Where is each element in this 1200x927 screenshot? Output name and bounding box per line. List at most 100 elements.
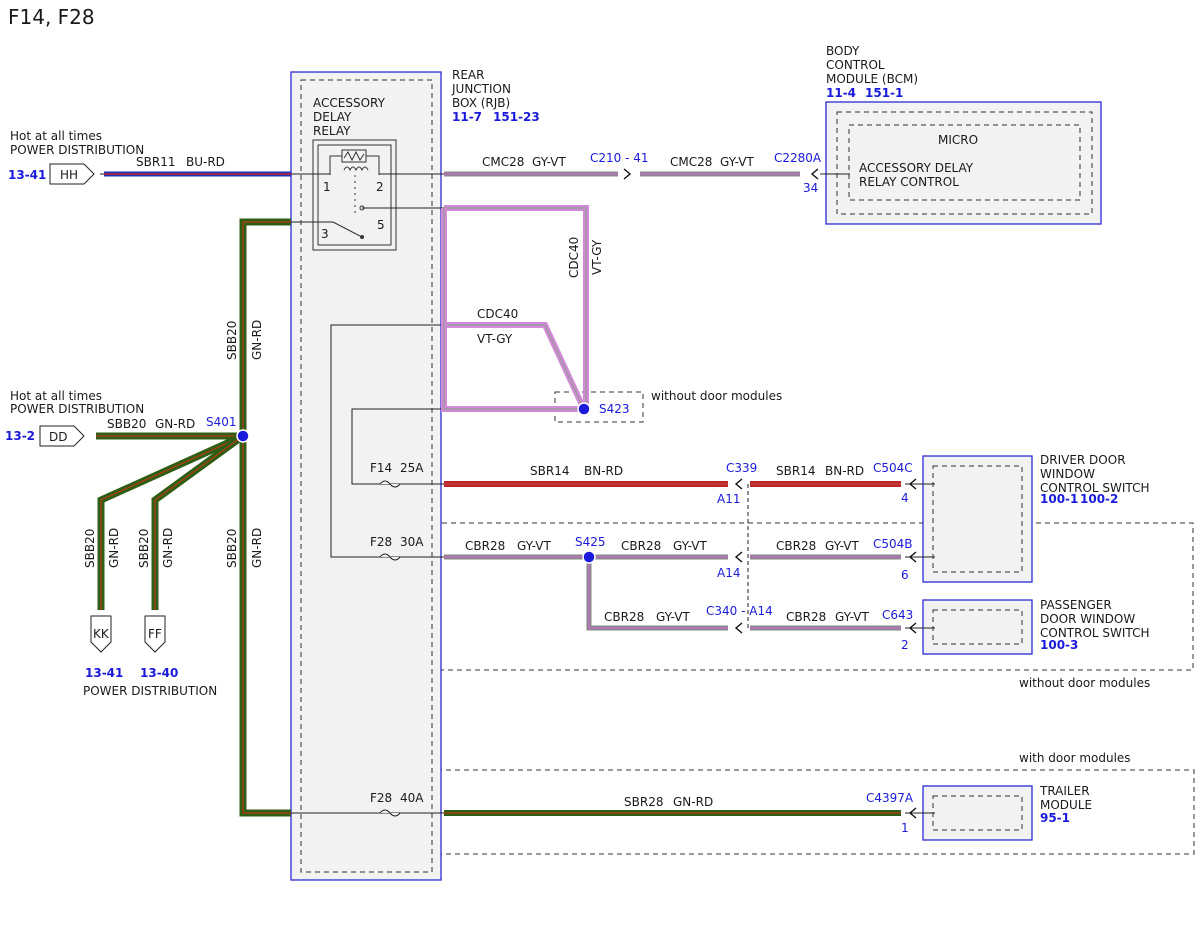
label-sbb20-dd-color: GN-RD xyxy=(155,417,195,431)
trailer-name-2: MODULE xyxy=(1040,798,1092,812)
hh-ref: 13-41 xyxy=(8,168,46,182)
connector-c504c-pin: 4 xyxy=(901,491,909,505)
connector-c504b-pin: 6 xyxy=(901,568,909,582)
splice-s401-label: S401 xyxy=(206,415,237,429)
label-cmc28-a-color: GY-VT xyxy=(532,155,566,169)
label-cdc40-v-color: VT-GY xyxy=(590,239,604,275)
fuse-symbols xyxy=(379,480,401,817)
bcm-name-3: MODULE (BCM) xyxy=(826,72,918,86)
kk-tag: KK xyxy=(93,627,110,641)
c339-arrow xyxy=(734,478,743,490)
label-sbr11: SBR11 xyxy=(136,155,175,169)
label-c210: C210 - 41 xyxy=(590,151,649,165)
relay-pin-5: 5 xyxy=(377,218,385,232)
source-dd: Hot at all times POWER DISTRIBUTION 13-2… xyxy=(5,389,144,447)
label-sbb20-down-color: GN-RD xyxy=(250,528,264,568)
rjb-name-2: JUNCTION xyxy=(451,82,511,96)
label-cbr28-b: CBR28 xyxy=(621,539,661,553)
label-cmc28-b: CMC28 xyxy=(670,155,712,169)
label-sbb20-kk: SBB20 xyxy=(83,529,97,568)
driver-switch-name-3: CONTROL SWITCH xyxy=(1040,481,1149,495)
connector-c4397a-pin: 1 xyxy=(901,821,909,835)
kk-ref: 13-41 xyxy=(85,666,123,680)
connector-c4397a: C4397A xyxy=(866,791,914,805)
c643-arrow xyxy=(908,622,917,634)
wire-cbr28 xyxy=(444,554,901,631)
source-hh: Hot at all times POWER DISTRIBUTION 13-4… xyxy=(8,129,144,185)
bcm-function-1: ACCESSORY DELAY xyxy=(859,161,974,175)
passenger-switch-ref: 100-3 xyxy=(1040,638,1078,652)
driver-door-window-control-switch: DRIVER DOOR WINDOW CONTROL SWITCH 100-1 … xyxy=(922,453,1149,583)
c210-arrow xyxy=(623,168,632,180)
trailer-ref: 95-1 xyxy=(1040,811,1070,825)
label-sbr28: SBR28 xyxy=(624,795,663,809)
wire-sbb20-trunk xyxy=(96,218,291,817)
hh-tag: HH xyxy=(60,168,78,182)
label-sbb20-dd: SBB20 xyxy=(107,417,146,431)
source-kk: KK 13-41 xyxy=(85,615,123,680)
rjb-ref-1: 11-7 xyxy=(452,110,482,124)
passenger-door-window-control-switch: PASSENGER DOOR WINDOW CONTROL SWITCH 100… xyxy=(922,598,1149,655)
trailer-module: TRAILER MODULE 95-1 xyxy=(922,784,1092,841)
relay-label-3: RELAY xyxy=(313,124,351,138)
label-sbb20-down: SBB20 xyxy=(225,529,239,568)
c504b-arrow xyxy=(908,551,917,563)
passenger-switch-name-2: DOOR WINDOW xyxy=(1040,612,1135,626)
label-cdc40-v: CDC40 xyxy=(567,237,581,278)
relay-label-2: DELAY xyxy=(313,110,352,124)
label-cbr28-c-color: GY-VT xyxy=(825,539,859,553)
rear-junction-box: REAR JUNCTION BOX (RJB) 11-7 151-23 xyxy=(290,68,540,881)
body-control-module: BODY CONTROL MODULE (BCM) 11-4 151-1 MIC… xyxy=(774,44,1102,225)
label-sbb20-top: SBB20 xyxy=(225,321,239,360)
fuse-f14-rating: 25A xyxy=(400,461,424,475)
label-cmc28-b-color: GY-VT xyxy=(720,155,754,169)
label-sbb20-ff: SBB20 xyxy=(137,529,151,568)
note-without-door-modules-1: without door modules xyxy=(651,389,782,403)
label-cbr28-a: CBR28 xyxy=(465,539,505,553)
c504c-arrow xyxy=(908,478,917,490)
trailer-name-1: TRAILER xyxy=(1039,784,1090,798)
label-sbr11-color: BU-RD xyxy=(186,155,225,169)
note-without-door-modules-2: without door modules xyxy=(1019,676,1150,690)
label-cbr28-d: CBR28 xyxy=(604,610,644,624)
relay-pin-2: 2 xyxy=(376,180,384,194)
hh-label-1: Hot at all times xyxy=(10,129,102,143)
splice-s401 xyxy=(236,429,250,443)
note-with-door-modules: with door modules xyxy=(1019,751,1131,765)
c504-a14-arrow xyxy=(734,551,743,563)
label-sbr14-a: SBR14 xyxy=(530,464,569,478)
connector-c339: C339 xyxy=(726,461,757,475)
label-sbb20-ff-color: GN-RD xyxy=(161,528,175,568)
fuse-f28-a-rating: 30A xyxy=(400,535,424,549)
fuse-f14: F14 xyxy=(370,461,392,475)
label-cbr28-e-color: GY-VT xyxy=(835,610,869,624)
rjb-name-3: BOX (RJB) xyxy=(452,96,510,110)
label-sbr28-color: GN-RD xyxy=(673,795,713,809)
label-cbr28-c: CBR28 xyxy=(776,539,816,553)
source-ff: FF 13-40 xyxy=(140,615,178,680)
connector-a11: A11 xyxy=(717,492,740,506)
label-sbr14-a-color: BN-RD xyxy=(584,464,623,478)
driver-switch-ref-2: 100-2 xyxy=(1080,492,1118,506)
label-sbr14-b-color: BN-RD xyxy=(825,464,864,478)
relay-pin-1: 1 xyxy=(323,180,331,194)
diagram-title: F14, F28 xyxy=(8,5,95,29)
connector-c643-pin: 2 xyxy=(901,638,909,652)
dd-ref: 13-2 xyxy=(5,429,35,443)
label-cbr28-d-color: GY-VT xyxy=(656,610,690,624)
wire-cdc40 xyxy=(441,205,589,412)
connector-arrows xyxy=(623,168,917,819)
power-distribution-bottom-label: POWER DISTRIBUTION xyxy=(83,684,217,698)
label-sbb20-top-color: GN-RD xyxy=(250,320,264,360)
rjb-name-1: REAR xyxy=(452,68,484,82)
label-cbr28-b-color: GY-VT xyxy=(673,539,707,553)
driver-switch-ref-1: 100-1 xyxy=(1040,492,1078,506)
bcm-pin: 34 xyxy=(803,181,818,195)
label-cdc40-h-color: VT-GY xyxy=(477,332,513,346)
splice-s425 xyxy=(582,550,596,564)
fuse-f28-a: F28 xyxy=(370,535,392,549)
c340-arrow xyxy=(734,622,743,634)
bcm-name-1: BODY xyxy=(826,44,860,58)
label-cbr28-a-color: GY-VT xyxy=(517,539,551,553)
